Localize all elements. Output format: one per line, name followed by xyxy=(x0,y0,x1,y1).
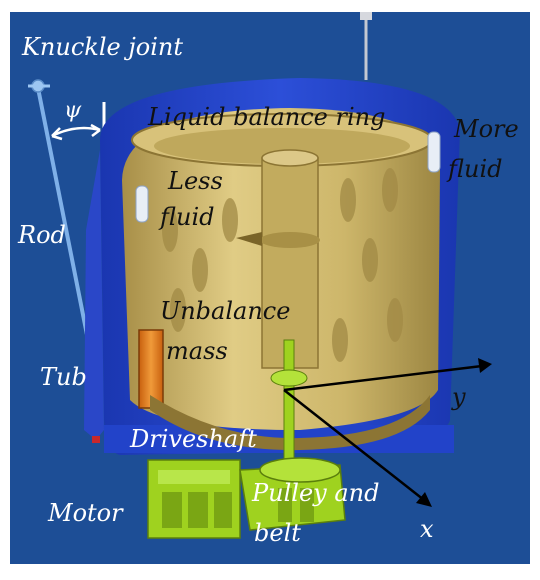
knuckle-joint-label: Knuckle joint xyxy=(22,33,184,61)
drum-base xyxy=(150,395,430,451)
drum-inner-opening xyxy=(154,128,410,164)
agitator-top xyxy=(261,149,319,167)
less-fluid-label-line2: fluid xyxy=(160,203,215,231)
pulley-belt-assembly xyxy=(239,457,346,531)
coordinate-axes xyxy=(283,358,492,507)
motor-label: Motor xyxy=(48,499,123,527)
rod-label: Rod xyxy=(18,221,66,249)
unbalance-label-line1: Unbalance xyxy=(160,297,291,325)
drum-ribs xyxy=(162,168,403,362)
driveshaft-label: Driveshaft xyxy=(130,425,257,453)
driveshaft-body xyxy=(283,339,295,471)
less-fluid-label-line1: Less xyxy=(168,167,223,195)
more-fluid-sensor xyxy=(427,131,441,173)
unbalance-label-line2: mass xyxy=(166,337,228,365)
psi-label: ψ xyxy=(64,98,82,123)
motor-assembly xyxy=(147,459,241,539)
more-fluid-label-line2: fluid xyxy=(448,155,503,183)
agitator-column xyxy=(261,157,319,369)
unbalance-mass-block xyxy=(138,329,164,409)
psi-arrow-right xyxy=(90,123,101,137)
tub-label: Tub xyxy=(40,363,87,391)
agitator-fin xyxy=(236,232,262,246)
less-fluid-sensor xyxy=(135,185,149,223)
more-fluid-label-line1: More xyxy=(454,115,519,143)
agitator-band xyxy=(260,232,320,248)
psi-arrow-left xyxy=(51,127,63,141)
driveshaft-hub xyxy=(270,369,308,387)
rod-line xyxy=(36,87,94,361)
y-axis-label: y xyxy=(452,383,466,411)
top-rod-cap xyxy=(360,12,372,20)
liquid-balance-ring-label: Liquid balance ring xyxy=(148,103,386,131)
pulley-label-line1: Pulley and xyxy=(252,479,380,507)
red-marker xyxy=(92,436,100,443)
x-axis-label: x xyxy=(420,515,434,543)
tub-left-wall xyxy=(84,150,104,440)
pulley-label-line2: belt xyxy=(254,519,301,547)
